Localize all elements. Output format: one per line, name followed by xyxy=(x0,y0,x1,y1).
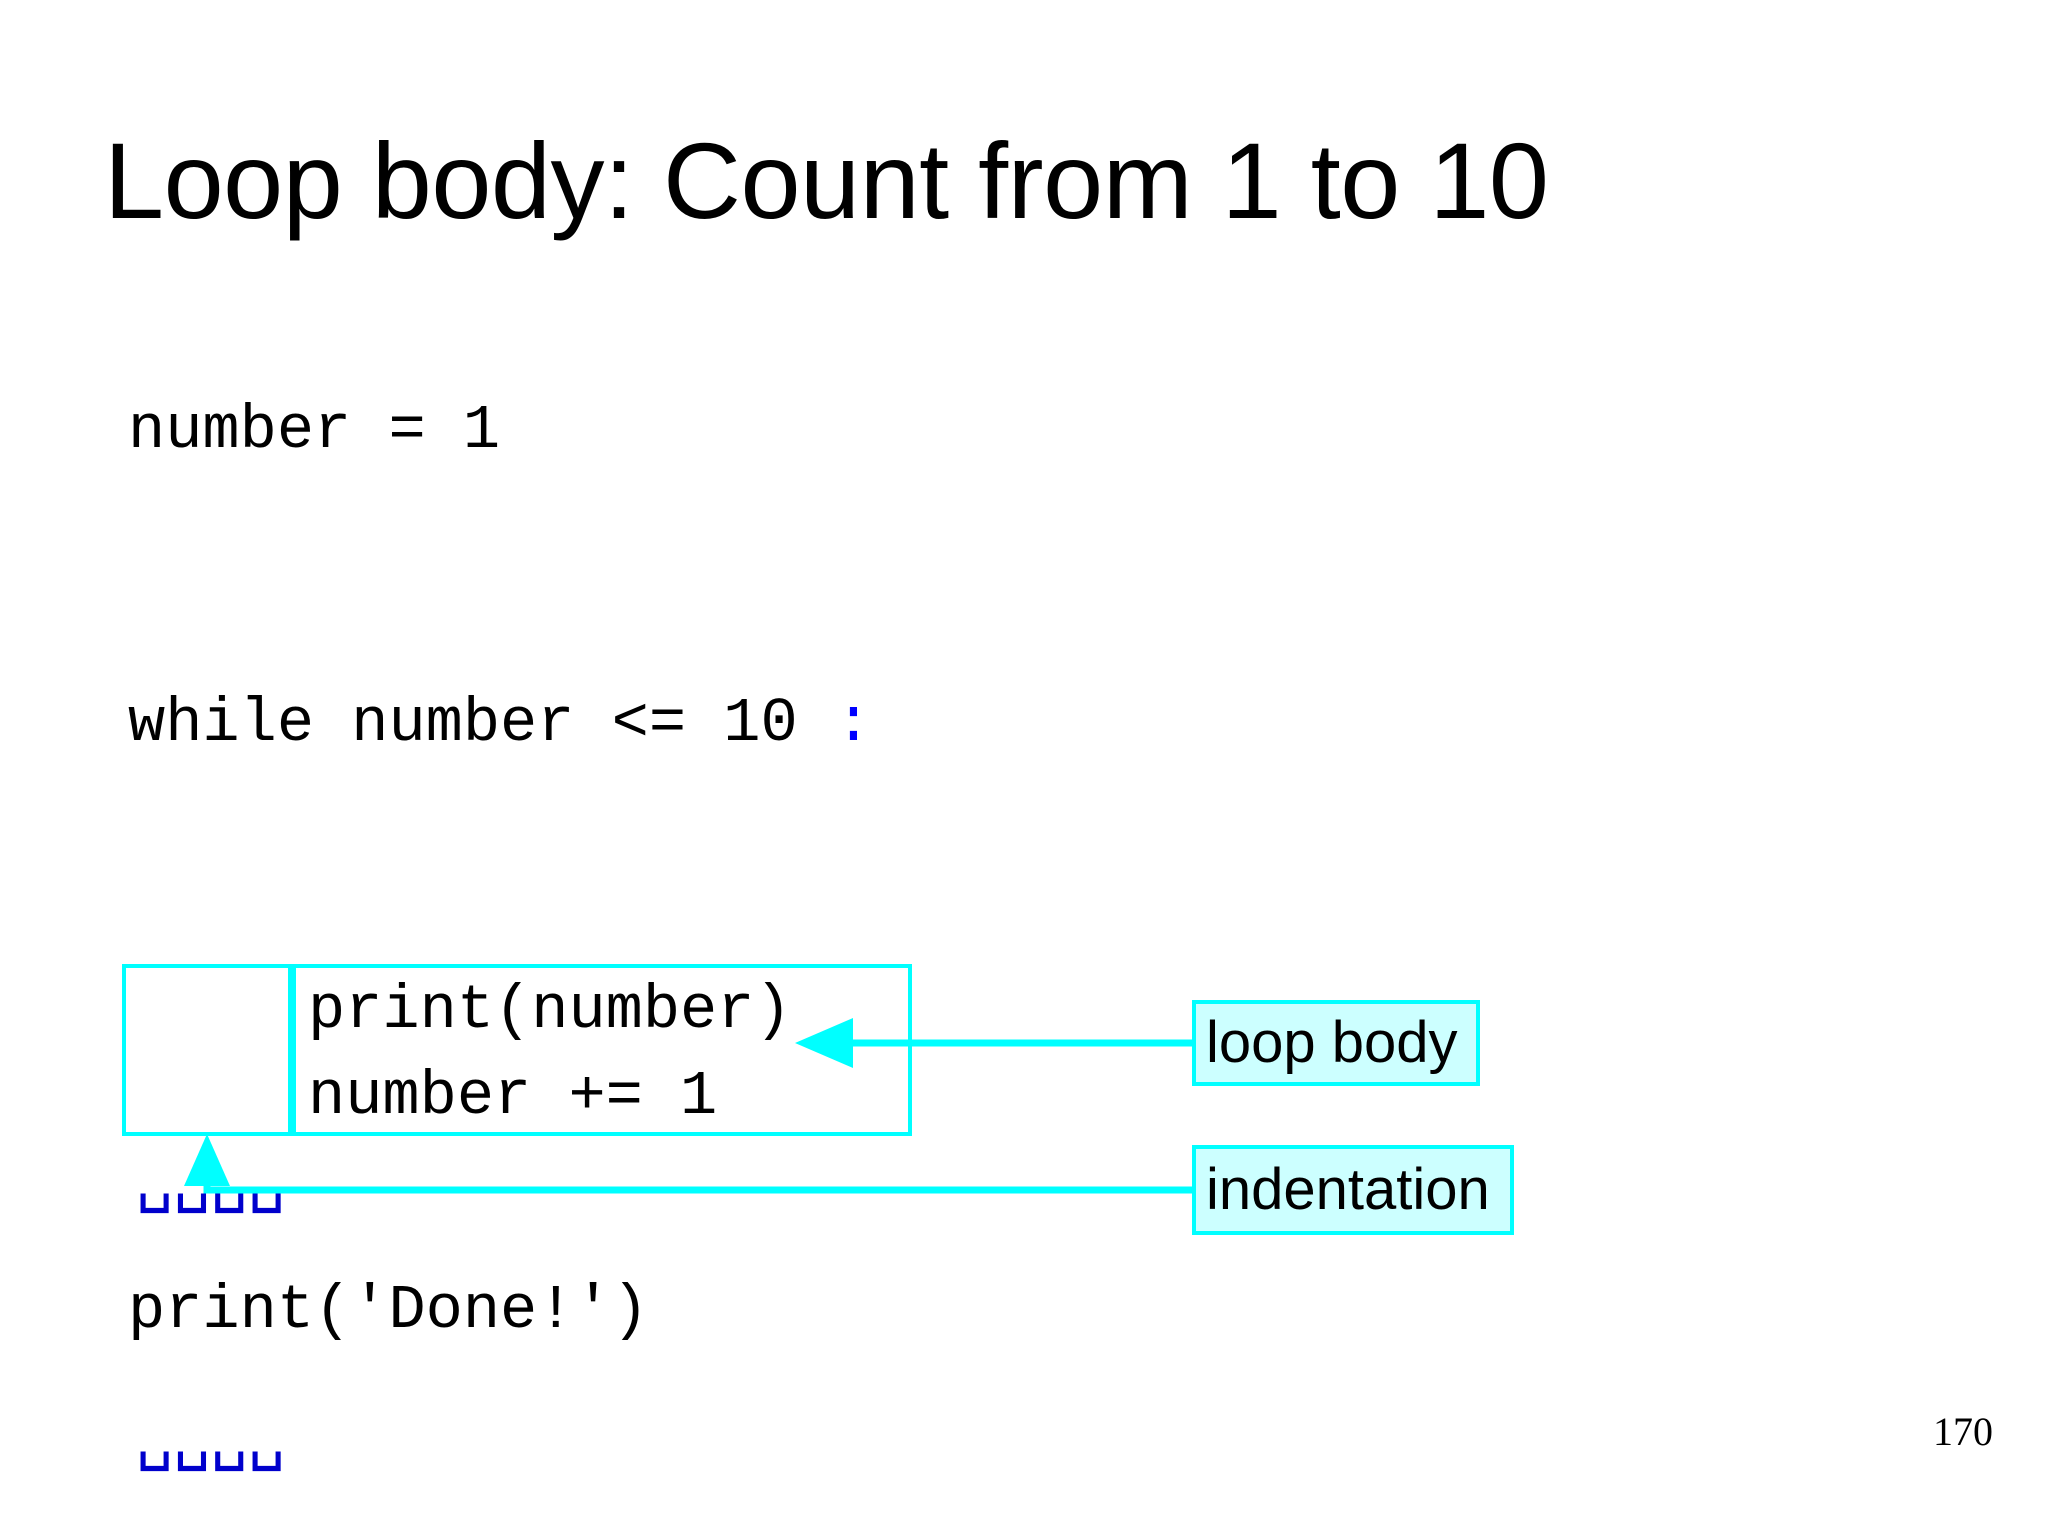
indentation-box: ␣␣␣␣ ␣␣␣␣ xyxy=(122,964,292,1476)
code-line-done: print('Done!') xyxy=(128,1275,649,1346)
loop-body-code-box: print(number) number += 1 xyxy=(292,964,912,1136)
arrow-indentation xyxy=(184,1134,1192,1194)
while-colon-token: : xyxy=(834,688,873,759)
code-line-print-number: print(number) xyxy=(308,975,792,1046)
callout-loop-body: loop body xyxy=(1192,1000,1480,1086)
code-line-while: while number <= 10 : xyxy=(128,693,872,755)
while-statement-text: while number <= 10 xyxy=(128,688,835,759)
indent-glyphs-row-2: ␣␣␣␣ xyxy=(136,1405,286,1476)
page-title: Loop body: Count from 1 to 10 xyxy=(104,120,1549,241)
indentation-glyph-rows: ␣␣␣␣ ␣␣␣␣ xyxy=(136,968,286,1476)
page-number: 170 xyxy=(1933,1409,1993,1454)
callout-indentation: indentation xyxy=(1192,1145,1514,1235)
code-line-initialization: number = 1 xyxy=(128,395,501,466)
code-line-increment: number += 1 xyxy=(308,1061,718,1132)
indent-glyphs-row-1: ␣␣␣␣ xyxy=(136,1147,286,1218)
